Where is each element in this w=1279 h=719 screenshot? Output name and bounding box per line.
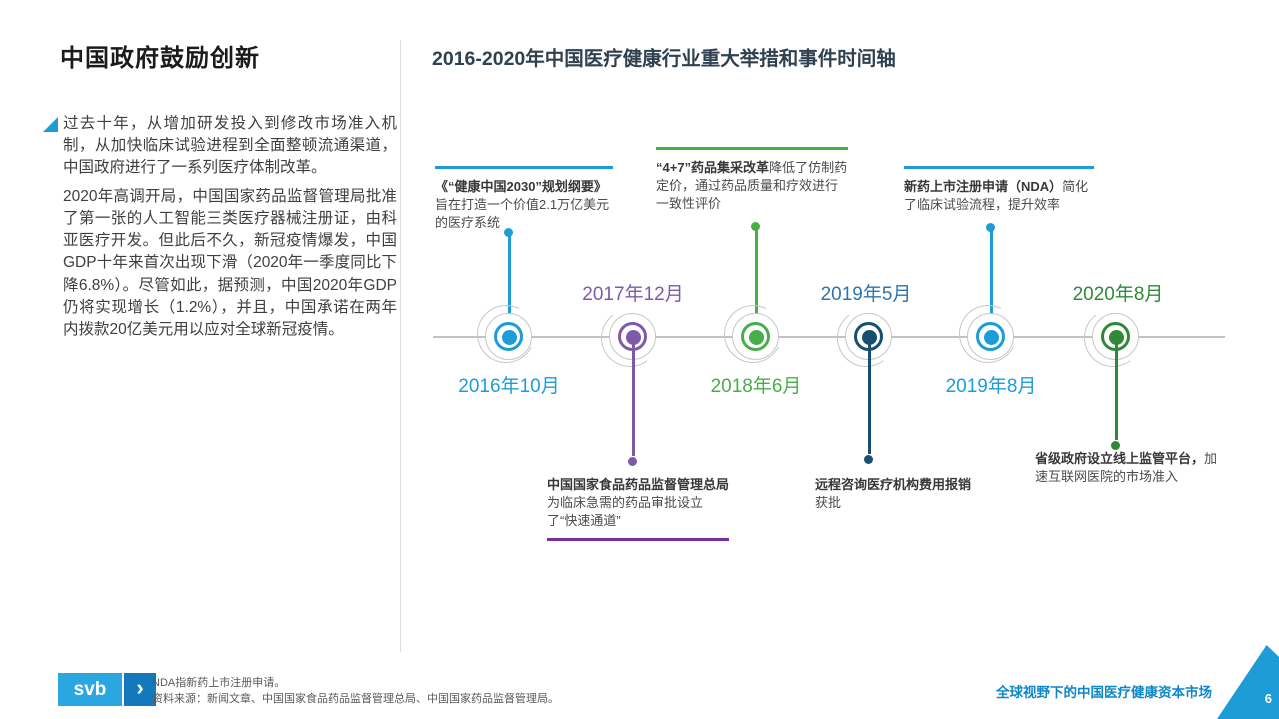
connector-dot: [504, 228, 513, 237]
timeline-title: 2016-2020年中国医疗健康行业重大举措和事件时间轴: [432, 48, 896, 70]
connector-dot: [1111, 441, 1120, 450]
vertical-divider: [400, 40, 401, 652]
connector-line: [632, 337, 635, 456]
node-dot: [501, 329, 517, 345]
annotation-telehealth-reimbursement: 远程咨询医疗机构费用报销获批: [815, 476, 975, 512]
detail-paragraph: 2020年高调开局，中国国家药品监督管理局批准了第一张的人工智能三类医疗器械注册…: [63, 188, 397, 338]
annotation-underline: [1033, 526, 1215, 529]
annotation-bold-text: 新药上市注册申请（NDA）: [904, 179, 1063, 194]
connector-dot: [628, 457, 637, 466]
date-label-2019-08: 2019年8月: [945, 376, 1037, 397]
annotation-underline: [547, 538, 729, 541]
node-dot: [748, 329, 764, 345]
annotation-cfda-fast-track: 中国国家食品药品监督管理总局为临床急需的药品审批设立了“快速通道”: [547, 476, 733, 530]
chevron-right-icon: ›: [124, 673, 156, 706]
annotation-bold-text: 《“健康中国2030”规划纲要》: [435, 179, 607, 194]
connector-dot: [864, 455, 873, 464]
annotation-rest-text: 简化了临床试验流程，提升效率: [904, 179, 1089, 212]
connector-line: [755, 230, 758, 337]
annotation-rest-text: 旨在打造一个价值2.1万亿美元的医疗系统: [435, 196, 610, 230]
date-label-2017-12: 2017年12月: [582, 284, 684, 305]
connector-line: [868, 337, 871, 454]
page-number: 6: [1264, 691, 1272, 706]
intro-paragraph: 过去十年，从增加研发投入到修改市场准入机制，从加快临床试验进程到全面整顿流通渠道…: [63, 115, 397, 177]
annotation-4plus7-procurement: “4+7”药品集采改革降低了仿制药定价，通过药品质量和疗效进行一致性评价: [656, 147, 848, 213]
annotation-underline: [813, 534, 958, 537]
date-label-2020-08: 2020年8月: [1072, 284, 1164, 305]
bullet-triangle-icon: [43, 117, 58, 132]
annotation-health-china-2030: 《“健康中国2030”规划纲要》旨在打造一个价值2.1万亿美元的医疗系统: [435, 166, 613, 232]
svb-logo: svb: [58, 673, 122, 706]
annotation-rest-text: 为临床急需的药品审批设立了“快速通道”: [547, 494, 704, 528]
footnote-sources: 资料来源：新闻文章、中国国家食品药品监督管理总局、中国国家药品监督管理局。: [152, 692, 559, 705]
annotation-bold-text: 省级政府设立线上监管平台，: [1035, 451, 1205, 466]
connector-dot: [751, 222, 760, 231]
annotation-bold-text: 远程咨询医疗机构费用报销: [815, 477, 972, 492]
timeline-axis: [433, 336, 1225, 338]
date-label-2018-06: 2018年6月: [710, 376, 802, 397]
annotation-rest-text: 降低了仿制药定价，通过药品质量和疗效进行一致性评价: [656, 160, 848, 211]
connector-dot: [986, 223, 995, 232]
annotation-bold-text: 中国国家食品药品监督管理总局: [547, 477, 730, 492]
corner-triangle: [1217, 645, 1279, 719]
connector-line: [1115, 337, 1118, 440]
connector-line: [990, 231, 993, 337]
date-label-2016-10: 2016年10月: [458, 376, 560, 397]
connector-line: [508, 236, 511, 337]
footnotes: NDA指新药上市注册申请。 资料来源：新闻文章、中国国家食品药品监督管理总局、中…: [152, 676, 559, 708]
node-dot: [983, 329, 999, 345]
annotation-bold-text: “4+7”药品集采改革: [656, 160, 770, 175]
date-label-2019-05: 2019年5月: [820, 284, 912, 305]
annotation-nda-process: 新药上市注册申请（NDA）简化了临床试验流程，提升效率: [904, 166, 1094, 214]
annotation-rest-text: 加速互联网医院的市场准入: [1035, 451, 1218, 484]
annotation-rest-text: 获批: [815, 494, 842, 510]
footnote-nda: NDA指新药上市注册申请。: [152, 677, 286, 689]
deck-title: 全球视野下的中国医疗健康资本市场: [996, 685, 1212, 700]
annotation-online-supervision-platform: 省级政府设立线上监管平台，加速互联网医院的市场准入: [1035, 450, 1221, 486]
page-title: 中国政府鼓励创新: [60, 45, 260, 72]
